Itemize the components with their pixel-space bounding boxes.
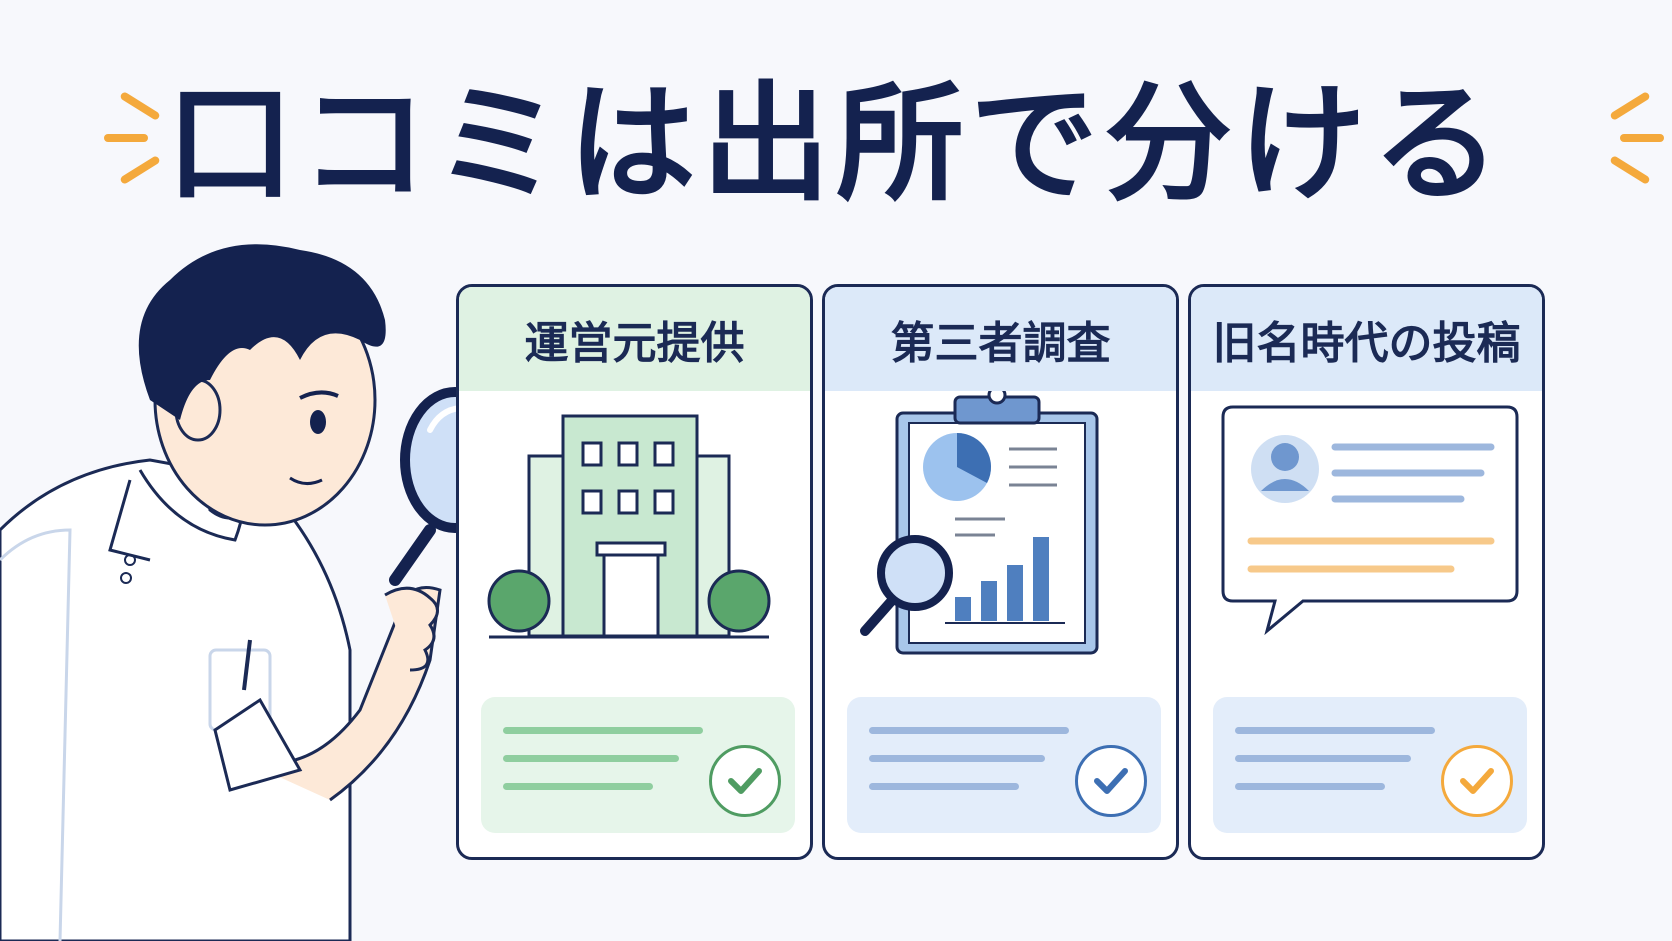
card-label: 運営元提供 (524, 318, 745, 369)
review-summary-box (847, 697, 1161, 833)
review-summary-box (481, 697, 795, 833)
card-operator-provided[interactable]: 運営元提供 (456, 284, 813, 860)
nurse-with-magnifier-illustration (0, 244, 510, 941)
check-icon (1441, 745, 1513, 817)
page-title: 口コミは出所で分ける (165, 70, 1506, 219)
survey-report-icon (860, 391, 1099, 655)
building-icon (487, 414, 771, 639)
old-post-icon (1221, 405, 1519, 636)
card-old-name-posts[interactable]: 旧名時代の投稿 (1188, 284, 1545, 860)
card-header: 運営元提供 (459, 287, 810, 391)
card-header: 旧名時代の投稿 (1191, 287, 1542, 391)
card-header: 第三者調査 (825, 287, 1176, 391)
card-third-party-survey[interactable]: 第三者調査 (822, 284, 1179, 860)
card-label: 旧名時代の投稿 (1212, 318, 1521, 369)
check-icon (1075, 745, 1147, 817)
review-summary-box (1213, 697, 1527, 833)
check-icon (709, 745, 781, 817)
card-label: 第三者調査 (890, 318, 1111, 369)
